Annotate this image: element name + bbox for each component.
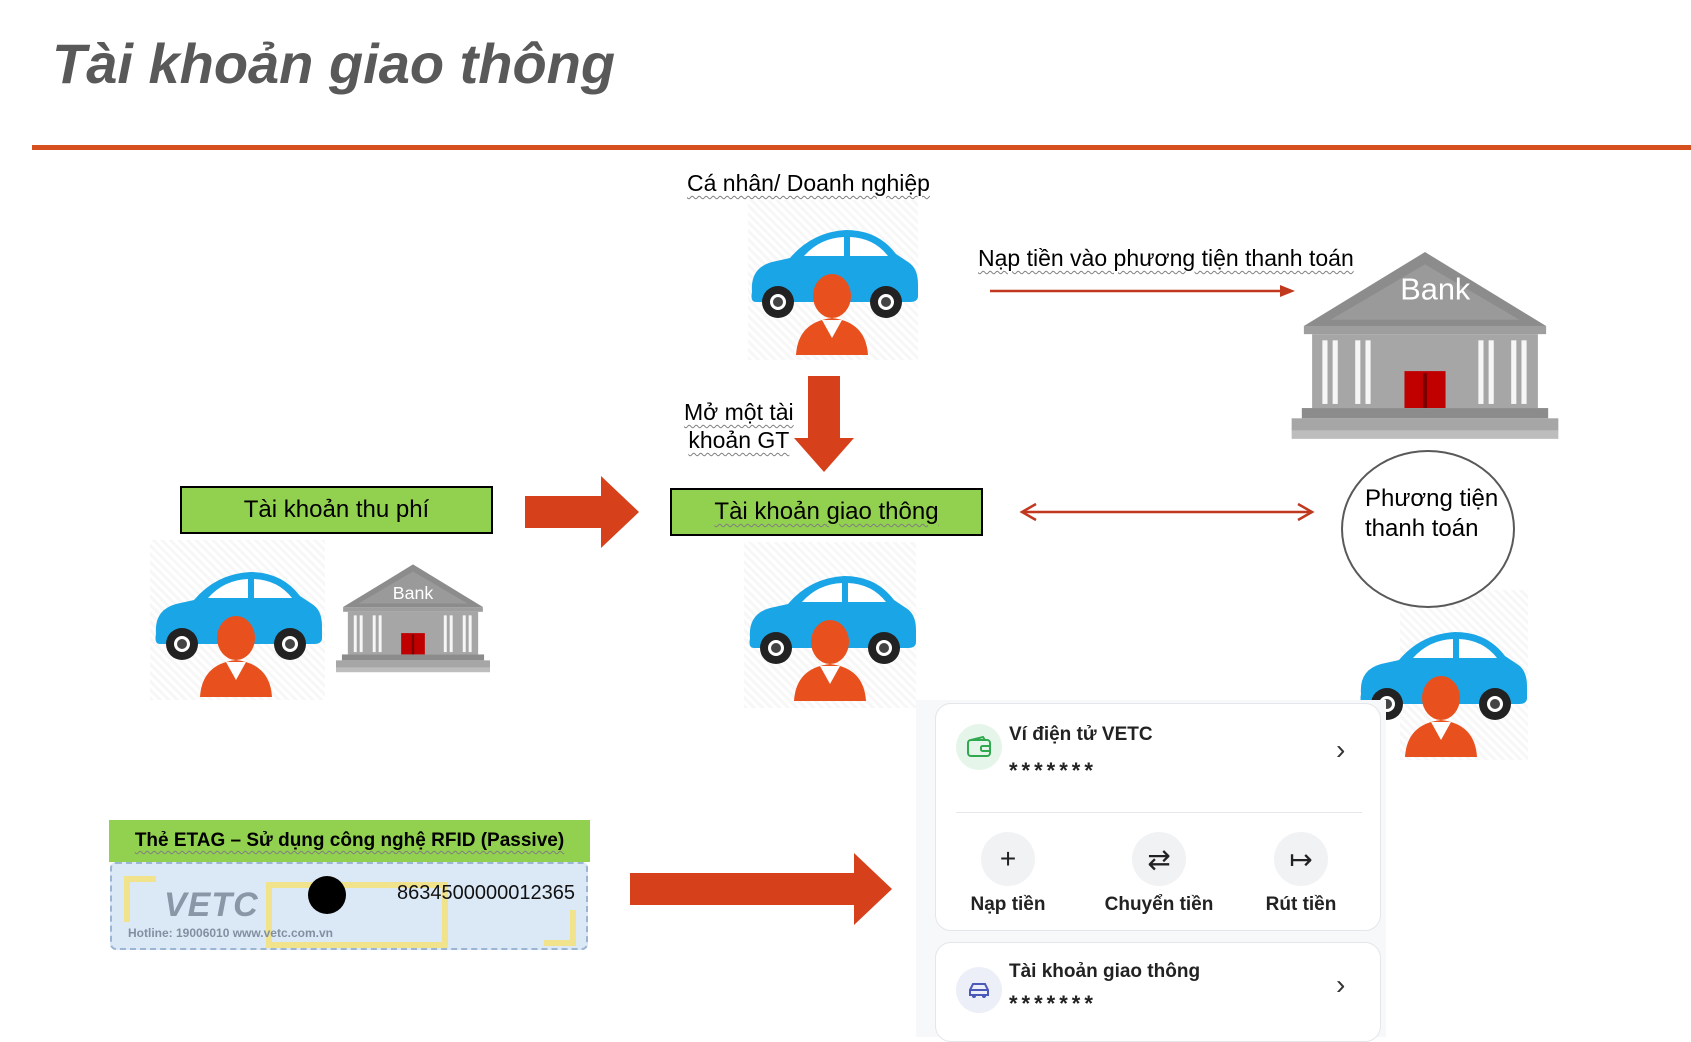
title-divider: [32, 145, 1691, 150]
toll-to-traffic-arrow: [525, 476, 639, 548]
wallet-icon: [956, 724, 1002, 770]
page-title: Tài khoản giao thông: [52, 32, 616, 95]
rfid-antenna-left: [124, 876, 156, 922]
car-icon: [956, 967, 1002, 1013]
rfid-chip-icon: [308, 876, 346, 914]
open-account-label: Mở một tài khoản GT: [684, 399, 794, 453]
wallet-card[interactable]: Ví điện tử VETC ******* › + Nạp tiền ⇄ C…: [935, 703, 1381, 931]
open-account-arrow: [794, 376, 854, 472]
wallet-masked-balance: *******: [1009, 758, 1097, 783]
toll-bank: Bank: [336, 563, 490, 676]
traffic-card-masked-balance: *******: [1009, 991, 1097, 1016]
etag-number: 8634500000012365: [397, 882, 575, 904]
card-divider: [956, 812, 1362, 813]
bank-icon: Bank: [336, 563, 490, 676]
vetc-logo: VETC: [164, 886, 259, 924]
top-flow-label: Nạp tiền vào phương tiện thanh toán: [978, 245, 1354, 271]
car-person-icon: [744, 556, 919, 701]
rfid-antenna-right: [544, 910, 576, 946]
action-withdraw[interactable]: ↦ Rút tiền: [1246, 832, 1356, 916]
car-person-icon: [746, 210, 921, 355]
payment-method-circle: Phương tiện thanh toán: [1341, 450, 1515, 608]
toll-actor-figure: [150, 540, 325, 700]
chevron-right-icon[interactable]: ›: [1336, 969, 1346, 1000]
top-flow-arrow: [990, 285, 1295, 297]
toll-account-box: Tài khoản thu phí: [180, 486, 493, 534]
two-way-arrow: [1019, 502, 1315, 522]
withdraw-icon: ↦: [1274, 832, 1328, 886]
action-label: Rút tiền: [1265, 894, 1337, 915]
top-bank: Bank: [1290, 250, 1560, 445]
wallet-title: Ví điện tử VETC: [1009, 724, 1153, 745]
traffic-account-card[interactable]: Tài khoản giao thông ******* ›: [935, 942, 1381, 1042]
etag-card: VETC 8634500000012365 Hotline: 19006010 …: [110, 862, 588, 950]
transfer-icon: ⇄: [1132, 832, 1186, 886]
rfid-antenna-center: [266, 882, 448, 948]
bank-sign-text: Bank: [393, 583, 434, 603]
etag-header: Thẻ ETAG – Sử dụng công nghệ RFID (Passi…: [109, 820, 590, 862]
traffic-card-title: Tài khoản giao thông: [1009, 961, 1201, 982]
bank-sign-text: Bank: [1400, 271, 1471, 306]
action-transfer[interactable]: ⇄ Chuyển tiền: [1094, 832, 1224, 916]
action-label: Nạp tiền: [970, 894, 1046, 915]
traffic-actor-figure: [744, 542, 916, 708]
bank-icon: Bank: [1290, 250, 1560, 445]
etag-hotline: Hotline: 19006010 www.vetc.com.vn: [128, 926, 333, 940]
plus-icon: +: [981, 832, 1035, 886]
traffic-account-box: Tài khoản giao thông: [670, 488, 983, 536]
top-actor-figure: [748, 200, 918, 360]
action-topup[interactable]: + Nạp tiền: [958, 832, 1058, 916]
car-person-icon: [150, 552, 325, 697]
etag-to-wallet-arrow: [630, 853, 892, 925]
top-actor-label: Cá nhân/ Doanh nghiệp: [687, 170, 930, 196]
chevron-right-icon[interactable]: ›: [1336, 734, 1346, 765]
action-label: Chuyển tiền: [1104, 894, 1214, 915]
